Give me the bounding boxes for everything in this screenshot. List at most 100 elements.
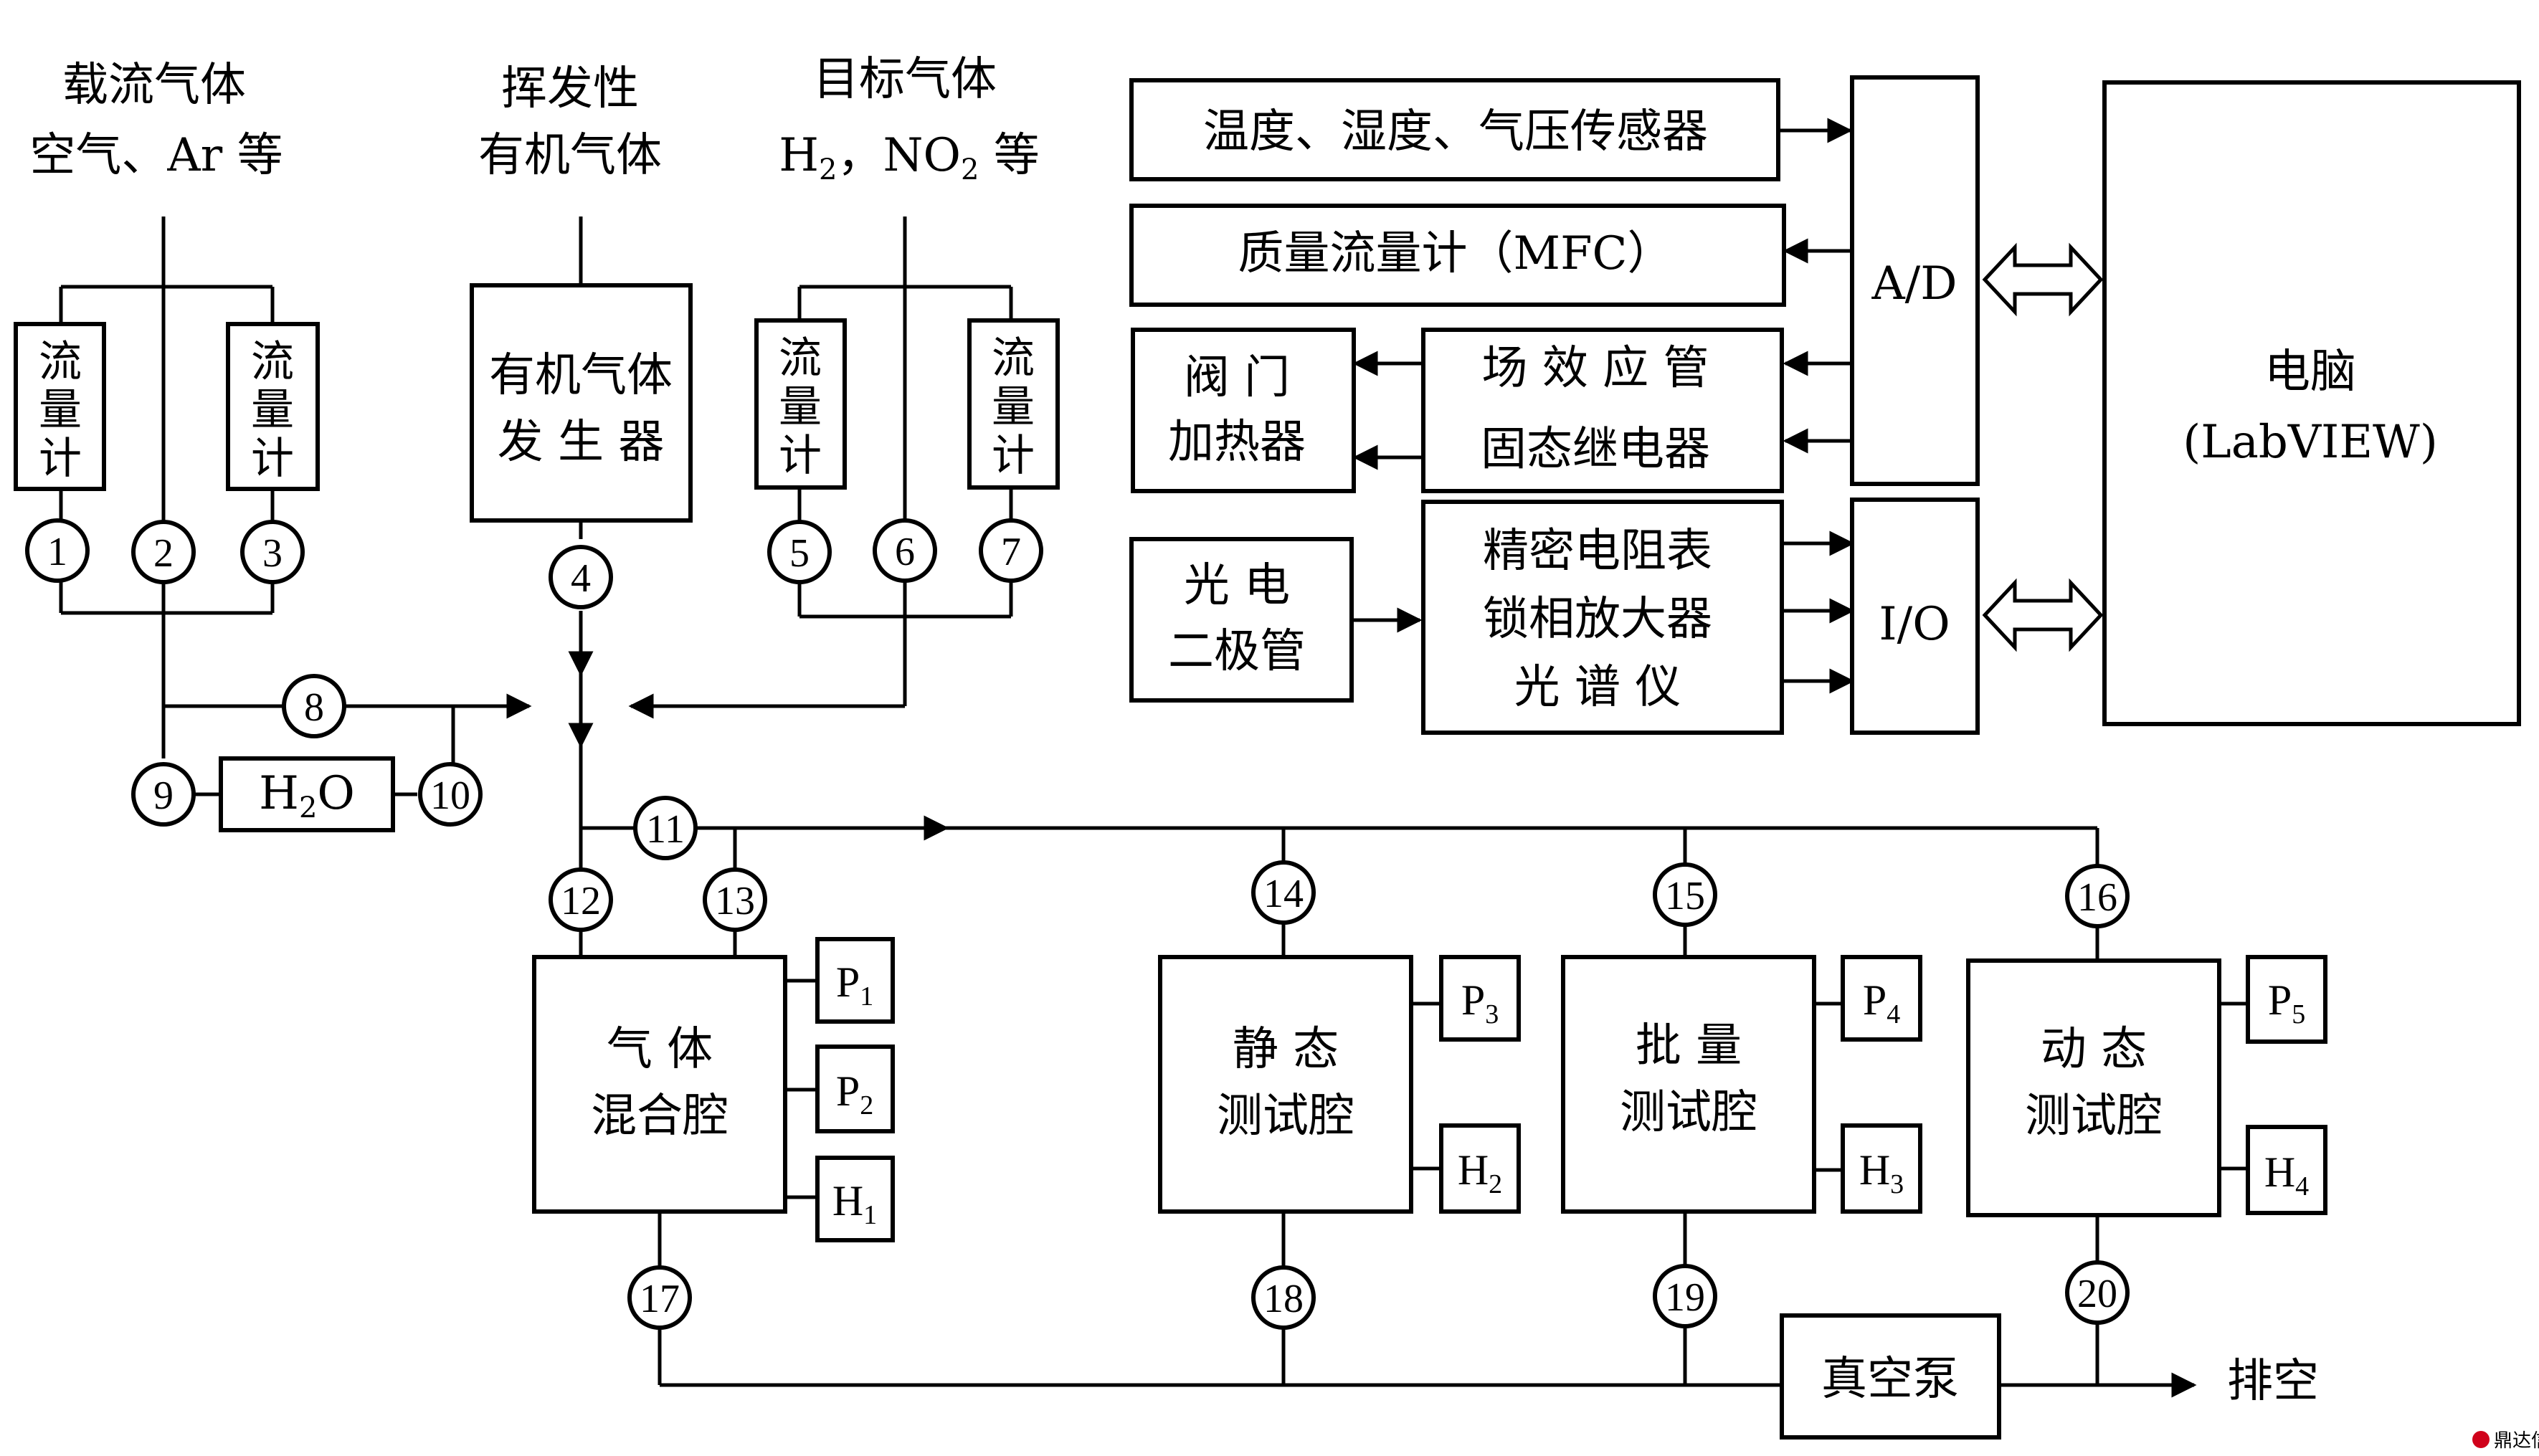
valve-number: 9 xyxy=(153,774,174,818)
photodiode-label-2: 二极管 xyxy=(1168,625,1306,678)
volatile-gas-label: 挥发性 xyxy=(501,62,639,115)
svg-text:量: 量 xyxy=(39,385,82,435)
lockin-amplifier-label: 锁相放大器 xyxy=(1483,593,1712,646)
valve-5: 5 xyxy=(767,520,832,584)
valve-number: 18 xyxy=(1263,1277,1304,1321)
valve-circle xyxy=(418,762,483,827)
batch-chamber-label-2: 测试腔 xyxy=(1620,1086,1757,1139)
valve-circle xyxy=(131,520,196,584)
sensor-h2: H2 xyxy=(1458,1146,1502,1199)
svg-text:流: 流 xyxy=(779,333,822,384)
relay-label: 固态继电器 xyxy=(1481,423,1710,476)
valve-circle xyxy=(1251,1265,1316,1330)
valve-number: 3 xyxy=(262,531,283,576)
pc-software-label: (LabVIEW) xyxy=(2183,416,2438,469)
valve-circle xyxy=(633,796,698,860)
flowmeter-4: 流量计 xyxy=(992,333,1035,481)
carrier-gas-examples: 空气、Ar 等 xyxy=(29,129,283,182)
valve-number: 17 xyxy=(640,1277,680,1321)
valve-circle xyxy=(2065,1260,2130,1325)
watermark-icon xyxy=(2472,1431,2490,1448)
env-sensor-label: 温度、湿度、气压传感器 xyxy=(1203,105,1708,158)
valve-20: 20 xyxy=(2065,1260,2130,1325)
valve-circle xyxy=(2065,864,2130,928)
valve-3: 3 xyxy=(240,520,305,584)
sensor-p5: P5 xyxy=(2268,976,2305,1029)
valve-17: 17 xyxy=(627,1265,692,1330)
photodiode-label-1: 光 电 xyxy=(1184,559,1290,612)
sensor-p4: P4 xyxy=(1863,976,1900,1029)
svg-text:计: 计 xyxy=(779,431,822,481)
valve-number: 15 xyxy=(1665,874,1705,918)
svg-text:流: 流 xyxy=(39,337,82,387)
valve-number: 1 xyxy=(47,530,67,574)
carrier-gas-label: 载流气体 xyxy=(62,59,246,112)
valve-number: 19 xyxy=(1665,1275,1705,1320)
valve-4: 4 xyxy=(549,545,613,609)
valve-circle xyxy=(1653,1264,1717,1328)
valve-18: 18 xyxy=(1251,1265,1316,1330)
valve-12: 12 xyxy=(549,867,613,932)
valve-circle xyxy=(25,518,90,583)
svg-text:计: 计 xyxy=(251,434,294,484)
valve-circle xyxy=(282,674,346,738)
flowmeter-3: 流量计 xyxy=(779,333,822,481)
dynamic-chamber-label-2: 测试腔 xyxy=(2025,1090,2163,1143)
generator-label-1: 有机气体 xyxy=(489,349,673,402)
valve-circle xyxy=(1653,862,1717,927)
valve-15: 15 xyxy=(1653,862,1717,927)
valve-circle xyxy=(1251,860,1316,925)
valve-16: 16 xyxy=(2065,864,2130,928)
valve-number: 8 xyxy=(304,685,324,730)
valve-7: 7 xyxy=(979,518,1043,583)
sensor-h4: H4 xyxy=(2264,1148,2309,1202)
static-chamber-label-1: 静 态 xyxy=(1233,1023,1339,1076)
valve-circle xyxy=(549,867,613,932)
flowmeter-2: 流量计 xyxy=(251,337,294,484)
fet-label: 场 效 应 管 xyxy=(1481,342,1709,395)
valve-circle xyxy=(873,518,937,583)
valve-circle xyxy=(979,518,1043,583)
watermark-text: 鼎达信 xyxy=(2494,1430,2539,1452)
volatile-gas-sublabel: 有机气体 xyxy=(478,129,662,182)
valve-circle xyxy=(240,520,305,584)
sensor-h1: H1 xyxy=(832,1177,877,1230)
mix-chamber-label-1: 气 体 xyxy=(607,1023,713,1076)
sensor-p3: P3 xyxy=(1461,976,1499,1029)
mfc-label: 质量流量计（MFC） xyxy=(1238,227,1674,280)
valve-number: 12 xyxy=(561,879,601,923)
io-label: I/O xyxy=(1879,598,1950,651)
resistance-meter-label: 精密电阻表 xyxy=(1483,525,1712,578)
boxes xyxy=(14,75,2521,1440)
valve-number: 13 xyxy=(715,879,755,923)
svg-text:量: 量 xyxy=(251,385,294,435)
source-labels: 载流气体 空气、Ar 等 挥发性 有机气体 目标气体 H2，NO2 等 xyxy=(29,53,1039,186)
static-chamber-label-2: 测试腔 xyxy=(1217,1090,1354,1143)
valve-14: 14 xyxy=(1251,860,1316,925)
valve-number: 14 xyxy=(1263,872,1304,916)
valve-circle xyxy=(627,1265,692,1330)
svg-text:流: 流 xyxy=(992,333,1035,384)
svg-text:计: 计 xyxy=(992,431,1035,481)
batch-chamber-label-1: 批 量 xyxy=(1636,1019,1742,1072)
valve-circle xyxy=(549,545,613,609)
valve-circle xyxy=(703,867,767,932)
spectrometer-label: 光 谱 仪 xyxy=(1514,661,1681,714)
flowmeter-1: 流量计 xyxy=(39,337,82,484)
valve-number: 5 xyxy=(789,531,810,576)
target-gas-label: 目标气体 xyxy=(813,53,997,106)
data-bus-arrows xyxy=(1982,242,2104,652)
valve-19: 19 xyxy=(1653,1264,1717,1328)
valve-8: 8 xyxy=(282,674,346,738)
valve-11: 11 xyxy=(633,796,698,860)
flowmeters: 流量计 流量计 流量计 流量计 xyxy=(39,333,1035,484)
generator-label-2: 发 生 器 xyxy=(498,416,665,469)
sensor-p1: P1 xyxy=(836,958,873,1012)
dynamic-chamber-label-1: 动 态 xyxy=(2041,1023,2147,1076)
valve-9: 9 xyxy=(131,762,196,827)
valve-1: 1 xyxy=(25,518,90,583)
valve-2: 2 xyxy=(131,520,196,584)
